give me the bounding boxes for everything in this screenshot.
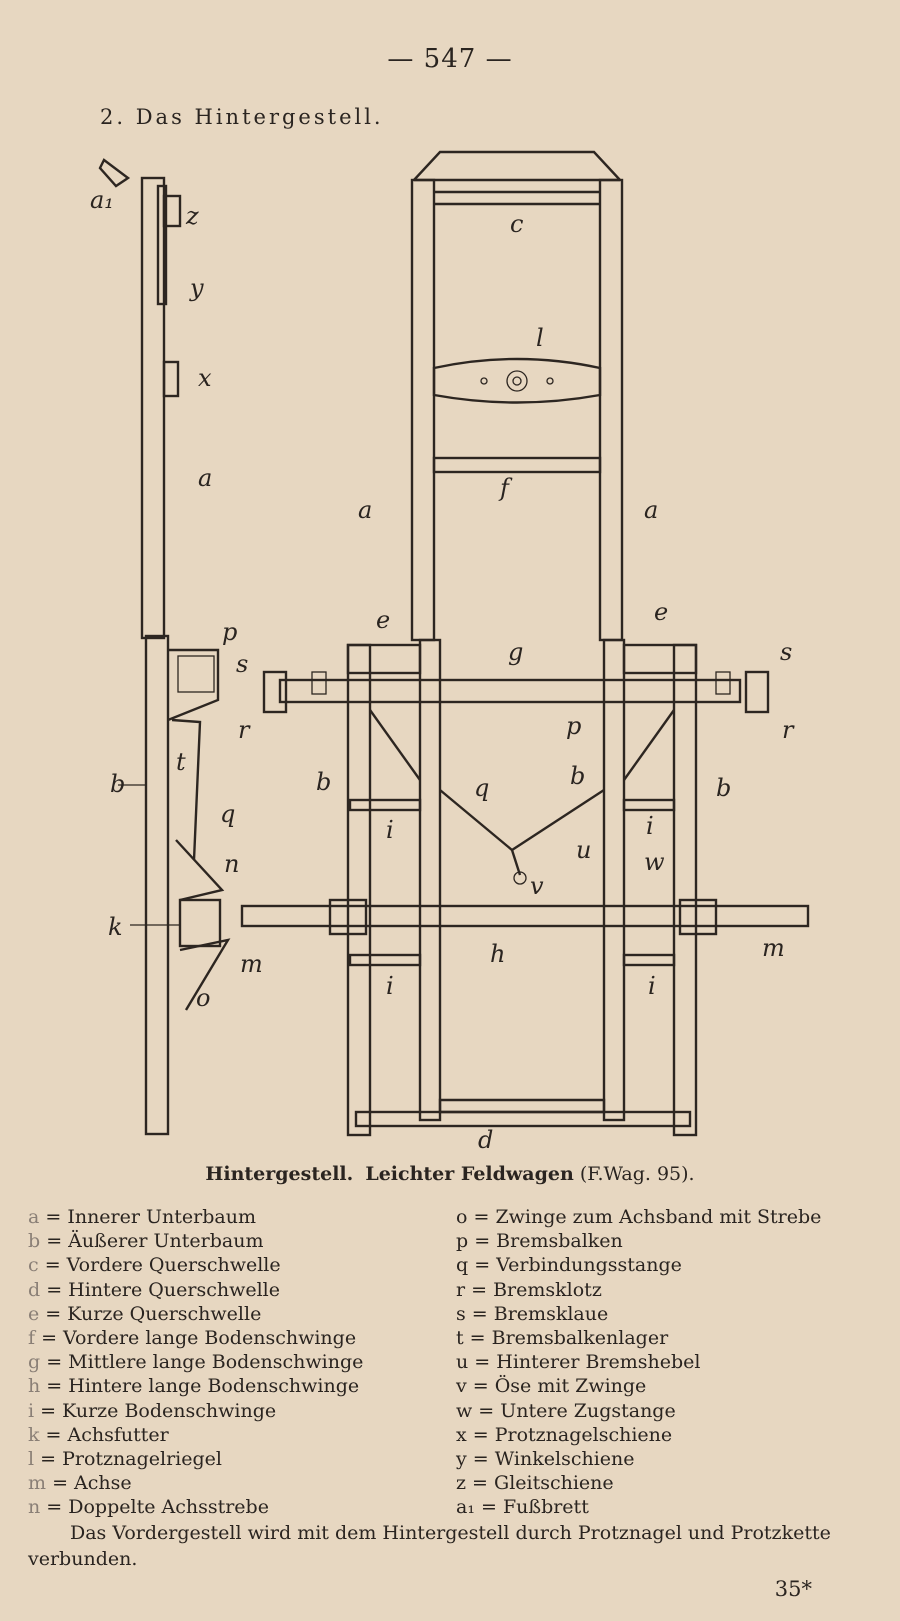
legend-item: h = Hintere lange Bodenschwinge (28, 1375, 360, 1398)
legend-item: d = Hintere Querschwelle (28, 1278, 280, 1301)
legend-item: n = Doppelte Achsstrebe (28, 1496, 269, 1519)
label-b-left: b (316, 768, 331, 796)
legend-item: b = Äußerer Unterbaum (28, 1230, 264, 1253)
signature-mark: 35* (774, 1577, 812, 1601)
label-z: z (185, 202, 199, 230)
caption-subtitle: Leichter Feldwagen (365, 1163, 574, 1185)
label-l: l (536, 324, 544, 352)
legend-item: a₁ = Fußbrett (456, 1496, 589, 1519)
page-number: — 547 — (387, 44, 513, 74)
figure-labels: a₁ z y x a p s r t b q n k m o c l f a a… (90, 186, 795, 1154)
top-view (240, 150, 810, 1137)
legend-item: m = Achse (28, 1472, 132, 1495)
label-s: s (236, 650, 248, 678)
figure-caption: Hintergestell. Leichter Feldwagen (F.Wag… (0, 1163, 900, 1185)
legend-item: y = Winkelschiene (456, 1448, 635, 1471)
section-title: 2. Das Hintergestell. (100, 105, 384, 129)
label-x: x (198, 364, 212, 392)
label-n: n (224, 850, 239, 878)
label-y: y (189, 274, 204, 302)
label-t: t (176, 748, 186, 776)
label-a: a (198, 464, 212, 492)
legend-item: i = Kurze Bodenschwinge (28, 1399, 277, 1422)
label-u: u (576, 836, 591, 864)
label-v: v (530, 872, 544, 900)
legend-item: z = Gleitschiene (456, 1472, 614, 1495)
legend-item: c = Vordere Querschwelle (28, 1254, 281, 1277)
legend-item: t = Bremsbalkenlager (456, 1327, 669, 1350)
label-c: c (510, 210, 523, 238)
label-q-top: q (474, 774, 489, 802)
side-view (98, 158, 231, 1136)
closing-paragraph: Das Vordergestell wird mit dem Hinterges… (28, 1522, 831, 1570)
legend-item: x = Protznagelschiene (456, 1423, 673, 1446)
caption-title: Hintergestell. (205, 1163, 354, 1185)
label-i-1: i (386, 816, 394, 844)
label-b-mid: b (570, 762, 585, 790)
label-h: h (490, 940, 505, 968)
label-b-right: b (716, 774, 731, 802)
label-p-right: p (566, 712, 581, 740)
legend-item: a = Innerer Unterbaum (28, 1206, 256, 1228)
label-i-4: i (648, 972, 656, 1000)
legend-item: u = Hinterer Bremshebel (456, 1351, 701, 1374)
legend-item: k = Achsfutter (28, 1423, 169, 1446)
label-q: q (220, 800, 235, 828)
label-g: g (508, 638, 523, 666)
label-p: p (222, 618, 237, 646)
legend-left: a = Innerer Unterbaum b = Äußerer Unterb… (28, 1205, 363, 1520)
label-d: d (478, 1126, 493, 1154)
label-s-right: s (780, 638, 792, 666)
legend-item: g = Mittlere lange Bodenschwinge (28, 1351, 364, 1374)
legend-item: o = Zwinge zum Achsband mit Strebe (456, 1206, 822, 1228)
label-e-right: e (654, 598, 668, 626)
label-b: b (110, 770, 125, 798)
legend-item: e = Kurze Querschwelle (28, 1302, 262, 1325)
legend-right: o = Zwinge zum Achsband mit Strebe p = B… (456, 1205, 821, 1520)
label-i-3: i (386, 972, 394, 1000)
legend-item: q = Verbindungsstange (456, 1254, 682, 1277)
label-r-right: r (782, 716, 795, 744)
legend-item: p = Bremsbalken (456, 1230, 623, 1253)
legend-item: f = Vordere lange Bodenschwinge (28, 1327, 357, 1350)
caption-ref: (F.Wag. 95). (579, 1163, 695, 1185)
label-a-right: a (644, 496, 658, 524)
label-i-2: i (646, 812, 654, 840)
legend-item: l = Protznagelriegel (28, 1448, 222, 1471)
legend-item: w = Untere Zugstange (456, 1399, 676, 1422)
legend-item: v = Öse mit Zwinge (456, 1375, 647, 1398)
legend-item: s = Bremsklaue (456, 1302, 609, 1325)
label-w: w (644, 848, 665, 876)
label-m-right: m (762, 934, 785, 962)
label-k: k (108, 913, 123, 941)
label-r: r (238, 716, 251, 744)
label-f: f (498, 474, 513, 502)
technical-drawing: a₁ z y x a p s r t b q n k m o c l f a a… (90, 150, 810, 1154)
label-a-left: a (358, 496, 372, 524)
label-m: m (240, 950, 263, 978)
label-e-left: e (376, 606, 390, 634)
legend-item: r = Bremsklotz (456, 1278, 602, 1301)
label-a1: a₁ (90, 186, 114, 214)
label-o: o (196, 984, 210, 1012)
